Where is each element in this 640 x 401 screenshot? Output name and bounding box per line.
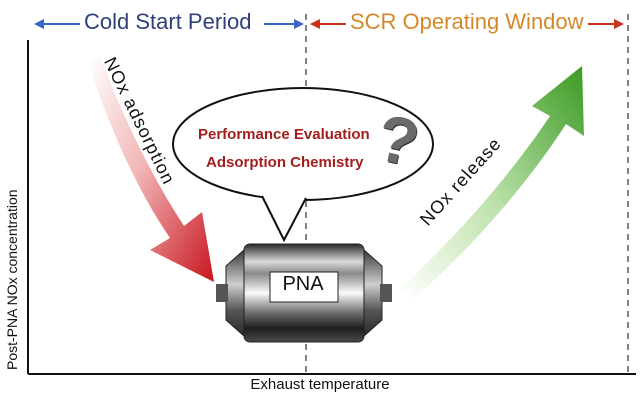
cold-start-span-arrow [34,19,304,29]
x-axis-label: Exhaust temperature [250,376,390,393]
speech-bubble [172,87,434,243]
bubble-text-chemistry: Adsorption Chemistry [206,154,364,171]
scr-window-span-arrow [310,19,624,29]
y-axis-label: Post-PNA NOx concentration [4,189,20,370]
pna-canister [216,243,392,343]
pna-label: PNA [282,273,324,295]
bubble-text-performance: Performance Evaluation [198,126,370,143]
adsorption-arrow [88,56,214,282]
release-arrow [400,66,584,298]
scr-window-label: SCR Operating Window [350,9,584,34]
cold-start-label: Cold Start Period [84,9,252,34]
